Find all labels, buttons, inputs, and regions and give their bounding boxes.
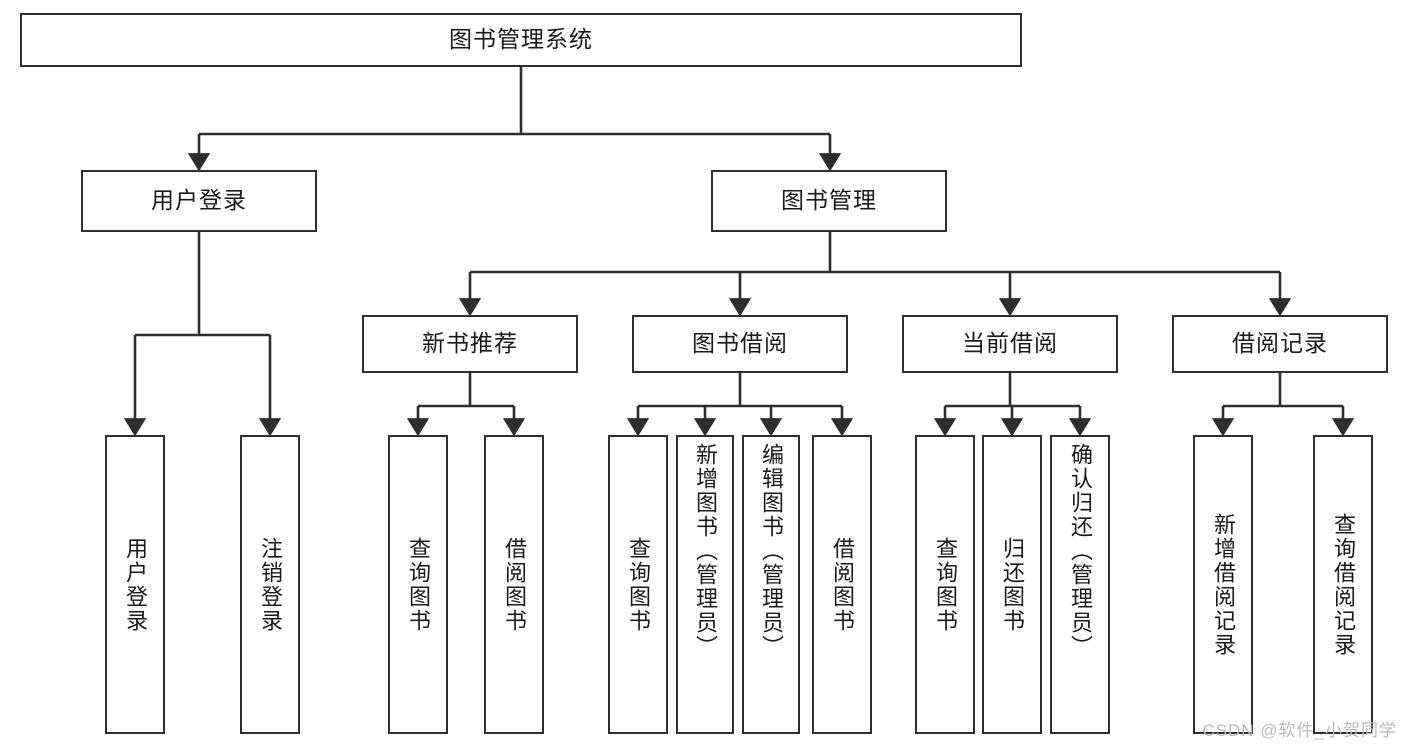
node-label: 图书管理系统 [449, 26, 593, 53]
leaf-query-book-recommend[interactable]: 查询图书 [388, 435, 448, 734]
leaf-confirm-return-admin[interactable]: 确认归还（管理员） [1050, 435, 1110, 734]
node-label: 新书推荐 [422, 330, 518, 357]
node-label: 归还图书 [999, 536, 1025, 633]
leaf-logout[interactable]: 注销登录 [240, 435, 300, 734]
node-root[interactable]: 图书管理系统 [20, 13, 1022, 67]
leaf-query-book-current[interactable]: 查询图书 [915, 435, 975, 734]
node-label: 当前借阅 [962, 330, 1058, 357]
node-label: 图书借阅 [692, 330, 788, 357]
node-current-borrow[interactable]: 当前借阅 [902, 315, 1118, 373]
leaf-add-borrow-record[interactable]: 新增借阅记录 [1193, 435, 1253, 734]
node-label: 查询图书 [932, 536, 958, 633]
node-label: 查询图书 [625, 536, 651, 633]
leaf-borrow-book-recommend[interactable]: 借阅图书 [484, 435, 544, 734]
leaf-edit-book-admin[interactable]: 编辑图书（管理员） [742, 435, 800, 734]
leaf-return-book[interactable]: 归还图书 [982, 435, 1042, 734]
leaf-query-borrow-record[interactable]: 查询借阅记录 [1313, 435, 1373, 734]
node-label: 注销登录 [257, 536, 283, 633]
node-new-book-recommend[interactable]: 新书推荐 [362, 315, 578, 373]
node-book-borrow[interactable]: 图书借阅 [632, 315, 848, 373]
node-label: 新增图书（管理员） [692, 443, 718, 659]
node-label: 用户登录 [151, 187, 247, 214]
leaf-user-login[interactable]: 用户登录 [105, 435, 165, 734]
node-label: 查询图书 [405, 536, 431, 633]
watermark: CSDN @软件_小贺同学 [1202, 721, 1397, 740]
node-book-management[interactable]: 图书管理 [711, 170, 947, 232]
leaf-borrow-book[interactable]: 借阅图书 [812, 435, 872, 734]
node-label: 用户登录 [122, 536, 148, 633]
node-label: 图书管理 [781, 187, 877, 214]
node-label: 借阅图书 [501, 536, 527, 633]
node-label: 确认归还（管理员） [1067, 443, 1093, 659]
node-label: 编辑图书（管理员） [758, 443, 784, 659]
node-label: 查询借阅记录 [1330, 512, 1356, 657]
leaf-add-book-admin[interactable]: 新增图书（管理员） [676, 435, 734, 734]
leaf-query-book-borrow[interactable]: 查询图书 [608, 435, 668, 734]
node-label: 借阅记录 [1232, 330, 1328, 357]
node-user-login[interactable]: 用户登录 [81, 170, 317, 232]
node-label: 借阅图书 [829, 536, 855, 633]
node-borrow-records[interactable]: 借阅记录 [1172, 315, 1388, 373]
node-label: 新增借阅记录 [1210, 512, 1236, 657]
